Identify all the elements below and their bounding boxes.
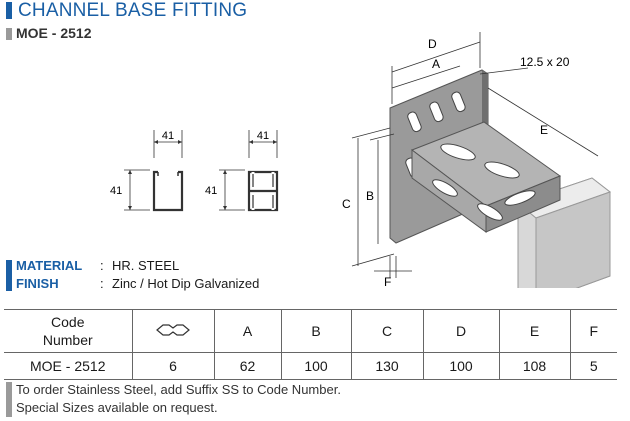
profile-1-width-label: 41 bbox=[162, 130, 174, 142]
dim-f-label: F bbox=[384, 275, 391, 288]
header-d: D bbox=[422, 309, 499, 353]
header-a: A bbox=[213, 309, 281, 353]
dim-e-label: E bbox=[540, 123, 548, 137]
header-e: E bbox=[498, 309, 570, 353]
dimensions-table: Code Number A B C D E F MOE - 2512 6 62 … bbox=[4, 309, 617, 380]
cell-f: 5 bbox=[569, 352, 617, 380]
cell-c: 130 bbox=[350, 352, 423, 380]
cell-code: MOE - 2512 bbox=[4, 352, 132, 380]
header-f: F bbox=[569, 309, 617, 353]
note-stainless: To order Stainless Steel, add Suffix SS … bbox=[16, 382, 341, 397]
note-special-sizes: Special Sizes available on request. bbox=[16, 400, 218, 415]
cell-a: 62 bbox=[213, 352, 281, 380]
table-header-row: Code Number A B C D E F bbox=[4, 309, 617, 353]
slot-size-label: 12.5 x 20 bbox=[520, 55, 570, 69]
specs-accent-bar bbox=[6, 260, 12, 291]
profile-2-height-label: 41 bbox=[205, 185, 217, 197]
dim-d-label: D bbox=[428, 37, 437, 51]
header-hole-icon bbox=[131, 309, 214, 353]
notes-accent-bar bbox=[6, 382, 12, 417]
finish-value: Zinc / Hot Dip Galvanized bbox=[112, 276, 260, 291]
profile-2-width-label: 41 bbox=[257, 130, 269, 142]
cell-e: 108 bbox=[498, 352, 570, 380]
fitting-illustration: D A 12.5 x 20 E C B F bbox=[342, 32, 612, 288]
material-colon: : bbox=[100, 258, 104, 273]
single-channel-profile: 41 41 bbox=[110, 130, 184, 212]
model-number: MOE - 2512 bbox=[16, 25, 92, 41]
header-b: B bbox=[280, 309, 351, 353]
dim-a-label: A bbox=[432, 57, 440, 71]
title-accent-bar bbox=[6, 2, 12, 19]
cell-holes: 6 bbox=[131, 352, 214, 380]
material-value: HR. STEEL bbox=[112, 258, 180, 273]
cell-b: 100 bbox=[280, 352, 351, 380]
finish-colon: : bbox=[100, 276, 104, 291]
page-title: CHANNEL BASE FITTING bbox=[18, 0, 248, 21]
header-c: C bbox=[350, 309, 423, 353]
header-code-number: Code Number bbox=[4, 309, 132, 353]
material-label: MATERIAL bbox=[16, 258, 83, 273]
dim-c-label: C bbox=[342, 197, 351, 211]
finish-label: FINISH bbox=[16, 276, 59, 291]
table-row: MOE - 2512 6 62 100 130 100 108 5 bbox=[4, 352, 617, 380]
dim-b-label: B bbox=[366, 189, 374, 203]
model-accent-bar bbox=[6, 28, 12, 40]
cell-d: 100 bbox=[422, 352, 499, 380]
slot-shape-icon bbox=[156, 323, 190, 336]
profile-1-height-label: 41 bbox=[110, 185, 122, 197]
double-channel-profile: 41 41 bbox=[205, 130, 279, 212]
